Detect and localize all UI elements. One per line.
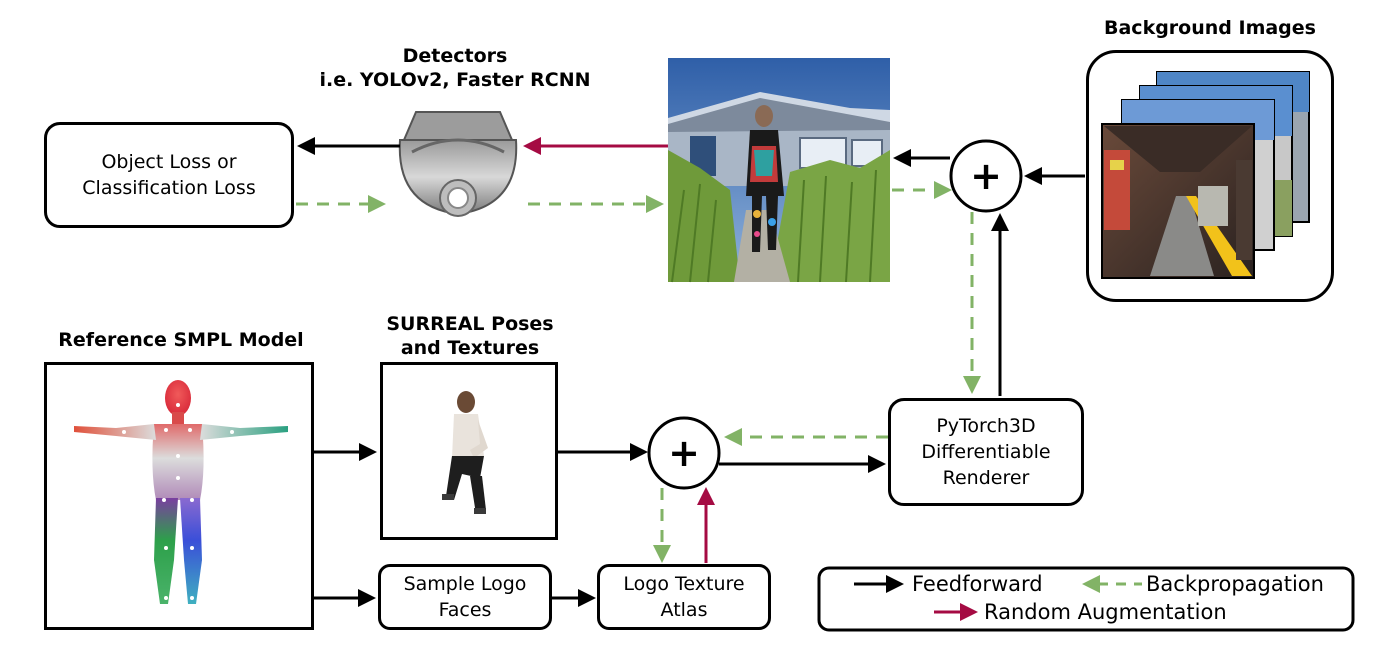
sample-logo-box: Sample Logo Faces [378, 564, 552, 630]
renderer-label: PyTorch3D Differentiable Renderer [921, 415, 1051, 489]
background-image-stack [1101, 71, 1310, 279]
logo-atlas-label: Logo Texture Atlas [623, 573, 745, 621]
legend-feedforward-arrowhead [886, 575, 904, 593]
surreal-person-figure [442, 391, 488, 514]
renderer-box: PyTorch3D Differentiable Renderer [888, 398, 1084, 506]
object-loss-label: Object Loss or Classification Loss [82, 151, 256, 199]
legend-feedforward-label: Feedforward [912, 572, 1043, 596]
detectors-title: Detectors i.e. YOLOv2, Faster RCNN [319, 45, 591, 91]
composite-scene-image [668, 58, 890, 283]
legend-backprop-arrowhead [1082, 575, 1100, 593]
combine-circle-top: + [949, 139, 1023, 213]
legend-augmentation-arrowhead [960, 603, 978, 621]
legend-augmentation-label: Random Augmentation [984, 600, 1227, 624]
reference-smpl-title: Reference SMPL Model [58, 329, 304, 351]
plus-symbol-top: + [970, 154, 1002, 198]
smpl-model-figure [74, 380, 288, 604]
legend-backprop-label: Backpropagation [1146, 572, 1324, 596]
feedforward-arrows [297, 137, 1085, 607]
plus-symbol-bottom: + [668, 431, 700, 475]
legend-graphics [817, 566, 1355, 632]
augmentation-arrows [523, 137, 715, 563]
sample-logo-label: Sample Logo Faces [403, 573, 527, 621]
detector-camera-icon [398, 111, 518, 217]
backprop-arrows [296, 181, 981, 563]
object-loss-box: Object Loss or Classification Loss [44, 122, 294, 228]
logo-atlas-box: Logo Texture Atlas [597, 564, 771, 630]
background-images-title: Background Images [1104, 17, 1316, 39]
surreal-title: SURREAL Poses and Textures [386, 313, 554, 359]
combine-circle-bottom: + [647, 416, 721, 490]
